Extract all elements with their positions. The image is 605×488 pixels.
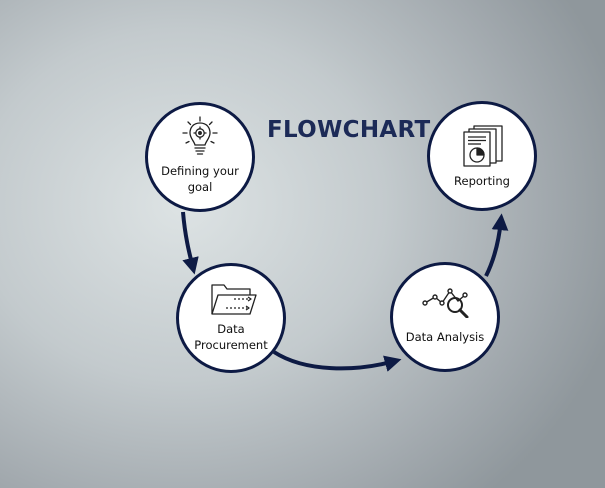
arrow-goal-to-procurement	[181, 211, 199, 275]
flowchart-title: FLOWCHART	[267, 117, 431, 143]
step-data-analysis: Data Analysis	[390, 262, 500, 372]
step-reporting: Reporting	[427, 101, 537, 211]
step-defining-goal: Defining your goal	[145, 102, 255, 212]
step-label: Defining your goal	[161, 164, 239, 194]
magnifier-chart-icon	[422, 288, 469, 318]
step-label: Data Procurement	[194, 322, 268, 352]
folder-data-icon	[211, 284, 257, 315]
arrow-analysis-to-reporting	[484, 213, 509, 277]
step-label: Data Analysis	[405, 330, 485, 344]
report-documents-icon	[463, 125, 503, 167]
arrow-procurement-to-analysis	[272, 350, 402, 372]
lightbulb-icon	[182, 116, 218, 155]
step-data-procurement: Data Procurement	[176, 263, 286, 373]
step-label: Reporting	[454, 174, 510, 188]
